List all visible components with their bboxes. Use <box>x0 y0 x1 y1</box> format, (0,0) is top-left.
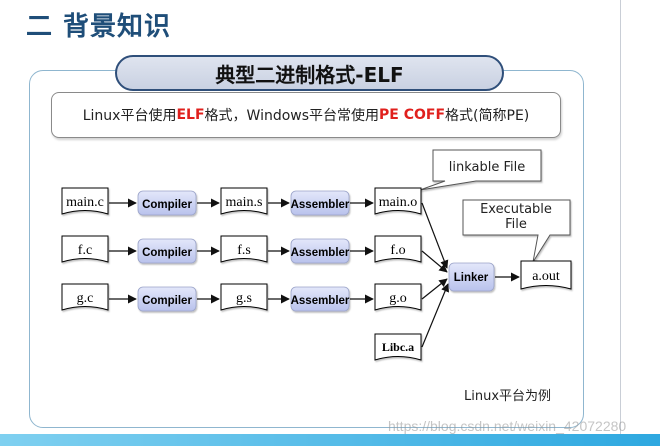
assembler-box <box>290 238 350 264</box>
assembler-label: Assembler <box>291 199 350 211</box>
callout-executable-line2: File <box>505 217 527 232</box>
assembler-box <box>290 286 350 312</box>
library-file: Libc.a <box>374 333 422 361</box>
object-file-label: main.o <box>379 195 418 210</box>
note-highlight-elf: ELF <box>176 107 205 123</box>
bottom-band <box>0 434 660 446</box>
watermark: https://blog.csdn.net/weixin_42072280 <box>388 418 627 434</box>
compiler-label: Compiler <box>142 199 192 211</box>
note-text-2: 格式，Windows平台常使用 <box>204 108 380 124</box>
asm-file-doc <box>220 283 268 311</box>
callout-executable-line1: Executable <box>480 202 552 217</box>
linker-label: Linker <box>454 272 489 284</box>
slide-title: 典型二进制格式-ELF <box>115 55 504 91</box>
asm-file-doc <box>220 187 268 215</box>
source-file-label: f.c <box>78 243 92 258</box>
assembler-label: Assembler <box>291 247 350 259</box>
library-file-label: Libc.a <box>382 340 414 354</box>
callout-executable: Executable File <box>462 199 571 263</box>
callout-linkable-text: linkable File <box>449 160 525 175</box>
linker-node: Linker <box>448 262 495 292</box>
object-file-label: f.o <box>390 243 405 258</box>
platform-footnote: Linux平台为例 <box>464 389 552 404</box>
library-file-doc <box>374 333 422 361</box>
source-file-label: g.c <box>77 291 94 306</box>
asm-file-doc <box>220 235 268 263</box>
compiler-label: Compiler <box>142 247 192 259</box>
assembler-box <box>290 190 350 216</box>
note-text-3: 格式(简称PE) <box>445 108 530 124</box>
asm-file-label: f.s <box>237 243 251 258</box>
assembler-label: Assembler <box>291 295 350 307</box>
compiler-box <box>137 286 197 312</box>
pipeline-row-f: f.c Compiler f.s Assembler f.o <box>61 235 422 264</box>
link-arrows <box>421 202 449 348</box>
output-file-doc <box>520 260 572 290</box>
compiler-label: Compiler <box>142 295 192 307</box>
object-file-doc <box>374 283 422 311</box>
source-file-label: main.c <box>66 195 104 210</box>
output-file: a.out <box>520 260 572 290</box>
source-file-doc <box>61 283 109 311</box>
note-text-1: Linux平台使用 <box>82 108 177 124</box>
object-file-doc <box>374 235 422 263</box>
divider <box>620 0 621 434</box>
pipeline-row-main: main.c Compiler main.s Assembler main.o <box>61 187 422 216</box>
asm-file-label: main.s <box>226 195 263 210</box>
source-file-doc <box>61 235 109 263</box>
pipeline-row-g: g.c Compiler g.s Assembler g.o <box>61 283 422 312</box>
object-file-label: g.o <box>389 291 407 306</box>
section-heading: 二 背景知识 <box>26 12 172 42</box>
asm-file-label: g.s <box>236 291 252 306</box>
source-file-doc <box>61 187 109 215</box>
object-file-doc <box>374 187 422 215</box>
compiler-box <box>137 190 197 216</box>
output-file-label: a.out <box>532 269 560 284</box>
callout-linkable: linkable File <box>419 149 542 191</box>
compiler-box <box>137 238 197 264</box>
note-highlight-pecoff: PE COFF <box>379 107 446 123</box>
linker-box <box>448 262 495 292</box>
